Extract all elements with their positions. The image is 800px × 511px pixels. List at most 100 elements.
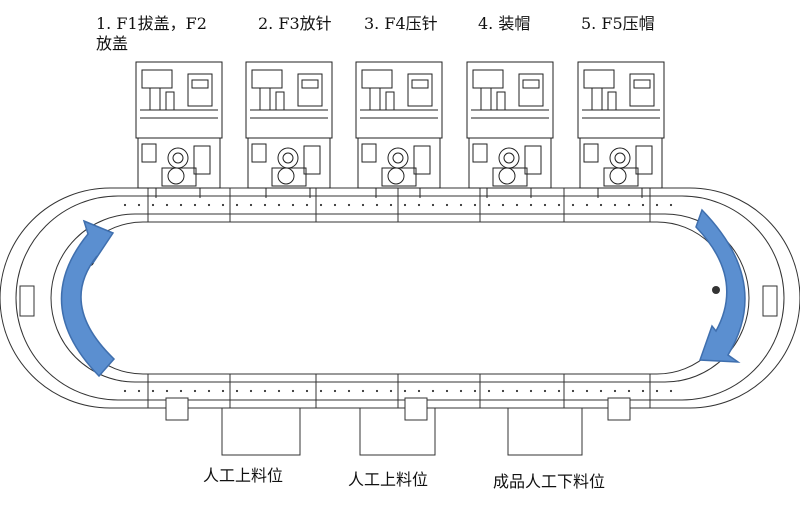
rivet bbox=[655, 203, 659, 207]
rivet bbox=[151, 389, 155, 393]
station-machines bbox=[135, 61, 665, 198]
station-label-2: 2. F3放针 bbox=[258, 14, 332, 33]
rivet bbox=[193, 389, 197, 393]
rivet bbox=[375, 389, 379, 393]
rivet bbox=[403, 389, 407, 393]
rivet bbox=[599, 203, 603, 207]
rivet bbox=[193, 203, 197, 207]
rivet bbox=[333, 389, 337, 393]
track-rollers bbox=[86, 258, 720, 294]
rivet bbox=[207, 389, 211, 393]
rivet bbox=[319, 203, 323, 207]
station-label-1: 1. F1拔盖，F2放盖 bbox=[96, 14, 207, 53]
rivet bbox=[473, 203, 477, 207]
rivet bbox=[571, 389, 575, 393]
rivet bbox=[599, 389, 603, 393]
rivet bbox=[431, 389, 435, 393]
rivet bbox=[347, 389, 351, 393]
rivet bbox=[613, 389, 617, 393]
rivet bbox=[585, 203, 589, 207]
loading-position-boxes bbox=[221, 408, 583, 456]
rivet bbox=[641, 389, 645, 393]
rivet bbox=[459, 389, 463, 393]
rivet bbox=[375, 203, 379, 207]
station-machine-4 bbox=[466, 61, 554, 198]
rivet bbox=[151, 203, 155, 207]
rivet bbox=[445, 389, 449, 393]
rivet bbox=[249, 389, 253, 393]
rivet bbox=[291, 389, 295, 393]
rivet bbox=[221, 203, 225, 207]
rivet bbox=[305, 389, 309, 393]
rivet bbox=[669, 389, 673, 393]
rivet bbox=[249, 203, 253, 207]
rivet bbox=[627, 203, 631, 207]
rivet bbox=[305, 203, 309, 207]
rivet bbox=[431, 203, 435, 207]
rivet bbox=[361, 203, 365, 207]
rivet bbox=[627, 389, 631, 393]
rivet bbox=[221, 389, 225, 393]
rivet bbox=[501, 203, 505, 207]
rivet bbox=[543, 203, 547, 207]
track-rivets bbox=[123, 203, 673, 393]
rivet bbox=[291, 203, 295, 207]
station-machine-5 bbox=[577, 61, 665, 198]
rivet bbox=[403, 203, 407, 207]
rivet bbox=[445, 203, 449, 207]
rivet bbox=[123, 389, 127, 393]
rivet bbox=[655, 389, 659, 393]
rivet bbox=[347, 203, 351, 207]
station-machine-2 bbox=[245, 61, 333, 198]
rivet bbox=[515, 389, 519, 393]
rivet bbox=[137, 203, 141, 207]
rivet bbox=[207, 203, 211, 207]
rivet bbox=[613, 203, 617, 207]
rivet bbox=[333, 203, 337, 207]
rivet bbox=[585, 389, 589, 393]
station-machine-1 bbox=[135, 61, 223, 198]
rivet bbox=[165, 203, 169, 207]
rivet bbox=[501, 389, 505, 393]
rivet bbox=[515, 203, 519, 207]
conveyor-track bbox=[0, 187, 800, 409]
rivet bbox=[487, 203, 491, 207]
rivet bbox=[417, 203, 421, 207]
manual-loading-label-2: 人工上料位 bbox=[348, 470, 429, 489]
manual-loading-label-1: 人工上料位 bbox=[203, 466, 284, 485]
rivet bbox=[557, 389, 561, 393]
rivet bbox=[277, 389, 281, 393]
rivet bbox=[235, 389, 239, 393]
rivet bbox=[529, 389, 533, 393]
rivet bbox=[459, 203, 463, 207]
rivet bbox=[473, 389, 477, 393]
rivet bbox=[389, 203, 393, 207]
rivet bbox=[263, 389, 267, 393]
rivet bbox=[165, 389, 169, 393]
track-supports bbox=[19, 285, 778, 421]
rotation-arrow-right-icon bbox=[695, 208, 746, 363]
rivet bbox=[235, 203, 239, 207]
station-label-3: 3. F4压针 bbox=[364, 14, 438, 33]
rotation-arrow-left-icon bbox=[60, 219, 116, 378]
rivet bbox=[543, 389, 547, 393]
rivet bbox=[123, 203, 127, 207]
rivet bbox=[529, 203, 533, 207]
rivet bbox=[179, 389, 183, 393]
rivet bbox=[179, 203, 183, 207]
rivet bbox=[571, 203, 575, 207]
rivet bbox=[417, 389, 421, 393]
rivet bbox=[319, 389, 323, 393]
rivet bbox=[669, 203, 673, 207]
rivet bbox=[557, 203, 561, 207]
rivet bbox=[487, 389, 491, 393]
rivet bbox=[263, 203, 267, 207]
finished-unloading-label: 成品人工下料位 bbox=[493, 472, 606, 491]
station-label-4: 4. 装帽 bbox=[478, 14, 531, 33]
station-label-5: 5. F5压帽 bbox=[581, 14, 655, 33]
rivet bbox=[641, 203, 645, 207]
rivet bbox=[361, 389, 365, 393]
rivet bbox=[137, 389, 141, 393]
station-machine-3 bbox=[355, 61, 443, 198]
